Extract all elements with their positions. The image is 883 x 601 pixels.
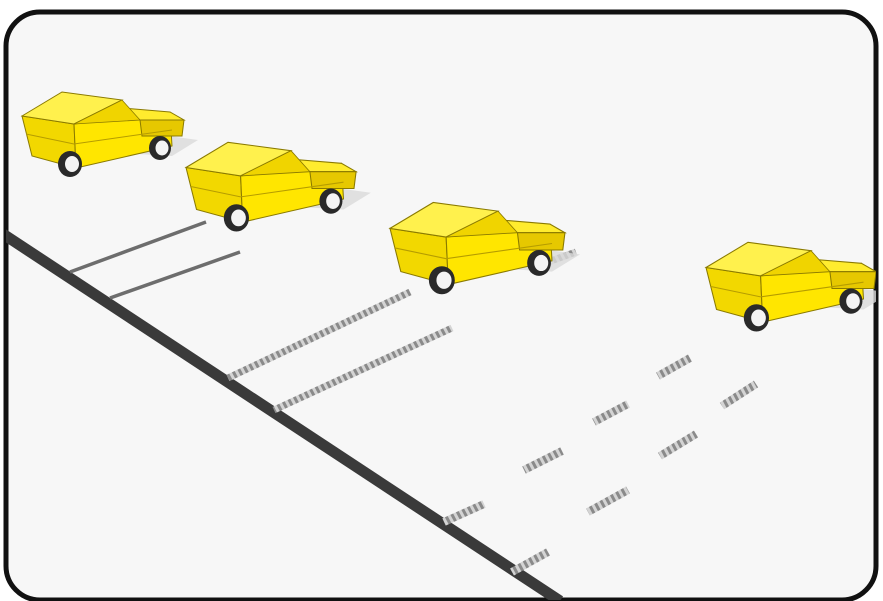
- dashed-tracks: [442, 354, 759, 576]
- road-edge-line: [6, 227, 564, 600]
- solid-tracks: [69, 220, 241, 300]
